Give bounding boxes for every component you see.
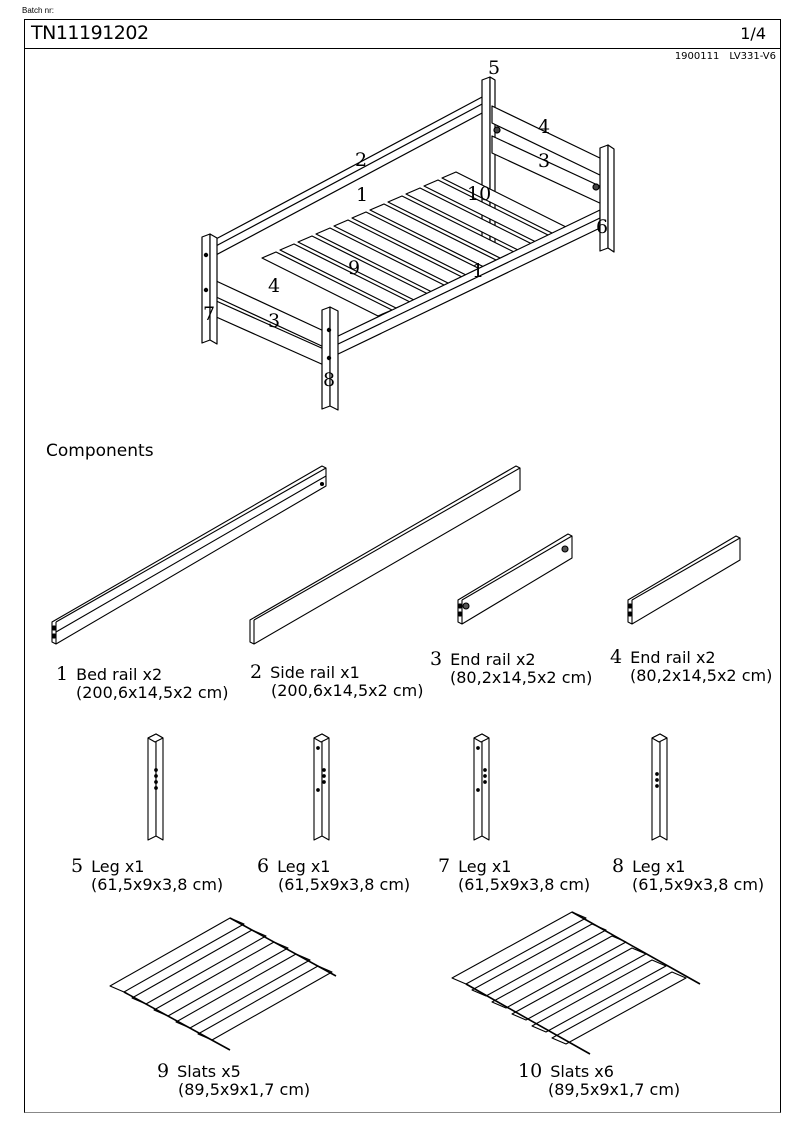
component-7-label: 7 Leg x1(61,5x9x3,8 cm) — [438, 857, 590, 894]
slats-assembled — [261, 171, 573, 317]
callout-4b: 4 — [268, 275, 281, 297]
component-dims: (61,5x9x3,8 cm) — [458, 875, 591, 894]
component-dims: (61,5x9x3,8 cm) — [632, 875, 765, 894]
callout-2: 2 — [355, 149, 368, 171]
callout-1b: 1 — [472, 260, 485, 282]
component-dims: (61,5x9x3,8 cm) — [91, 875, 224, 894]
reference-code: 1900111 LV331-V6 — [675, 51, 776, 62]
page-number: 1/4 — [740, 24, 766, 43]
component-name: Leg x1 — [277, 857, 331, 876]
component-name: Side rail x1 — [270, 663, 360, 682]
component-number: 5 — [71, 855, 84, 877]
component-dims: (80,2x14,5x2 cm) — [630, 666, 773, 685]
component-name: Leg x1 — [632, 857, 686, 876]
component-number: 3 — [430, 648, 443, 670]
component-1-label: 1 Bed rail x2(200,6x14,5x2 cm) — [56, 665, 229, 702]
batch-label: Batch nr: — [22, 6, 55, 15]
callout-4: 4 — [538, 116, 551, 138]
component-number: 2 — [250, 661, 263, 683]
page-frame — [24, 19, 781, 1113]
component-number: 4 — [610, 646, 623, 668]
callout-6: 6 — [596, 216, 609, 238]
callout-3: 3 — [538, 150, 551, 172]
header-bar — [24, 19, 781, 49]
component-5-label: 5 Leg x1(61,5x9x3,8 cm) — [71, 857, 223, 894]
component-2-label: 2 Side rail x1(200,6x14,5x2 cm) — [250, 663, 424, 700]
callout-8: 8 — [323, 369, 336, 391]
component-name: End rail x2 — [450, 650, 536, 669]
component-4-label: 4 End rail x2(80,2x14,5x2 cm) — [610, 648, 772, 685]
component-3-label: 3 End rail x2(80,2x14,5x2 cm) — [430, 650, 592, 687]
component-number: 10 — [518, 1060, 543, 1082]
callout-3b: 3 — [268, 310, 281, 332]
components-heading: Components — [46, 441, 154, 461]
component-10-label: 10 Slats x6(89,5x9x1,7 cm) — [518, 1062, 680, 1099]
component-6-label: 6 Leg x1(61,5x9x3,8 cm) — [257, 857, 410, 894]
component-dims: (89,5x9x1,7 cm) — [178, 1080, 311, 1099]
component-name: End rail x2 — [630, 648, 716, 667]
callout-10: 10 — [467, 183, 492, 205]
component-name: Slats x5 — [177, 1062, 241, 1081]
ref-code: 1900111 — [674, 51, 720, 62]
component-number: 8 — [612, 855, 625, 877]
component-dims: (200,6x14,5x2 cm) — [271, 681, 424, 700]
component-number: 7 — [438, 855, 451, 877]
component-dims: (61,5x9x3,8 cm) — [278, 875, 411, 894]
component-name: Leg x1 — [458, 857, 512, 876]
component-8-label: 8 Leg x1(61,5x9x3,8 cm) — [612, 857, 764, 894]
ref-version: LV331-V6 — [729, 51, 776, 62]
assembled-bed-illustration — [201, 76, 615, 411]
callout-7: 7 — [203, 303, 216, 325]
component-name: Leg x1 — [91, 857, 145, 876]
callout-1: 1 — [356, 184, 369, 206]
component-dims: (89,5x9x1,7 cm) — [548, 1080, 681, 1099]
component-9-label: 9 Slats x5(89,5x9x1,7 cm) — [157, 1062, 310, 1099]
component-name: Bed rail x2 — [76, 665, 163, 684]
component-dims: (80,2x14,5x2 cm) — [450, 668, 593, 687]
component-number: 1 — [56, 663, 69, 685]
component-number: 9 — [157, 1060, 170, 1082]
callout-9: 9 — [348, 257, 361, 279]
component-number: 6 — [257, 855, 270, 877]
component-name: Slats x6 — [550, 1062, 614, 1081]
component-dims: (200,6x14,5x2 cm) — [76, 683, 229, 702]
callout-5: 5 — [488, 57, 501, 79]
document-id: TN11191202 — [31, 22, 149, 44]
